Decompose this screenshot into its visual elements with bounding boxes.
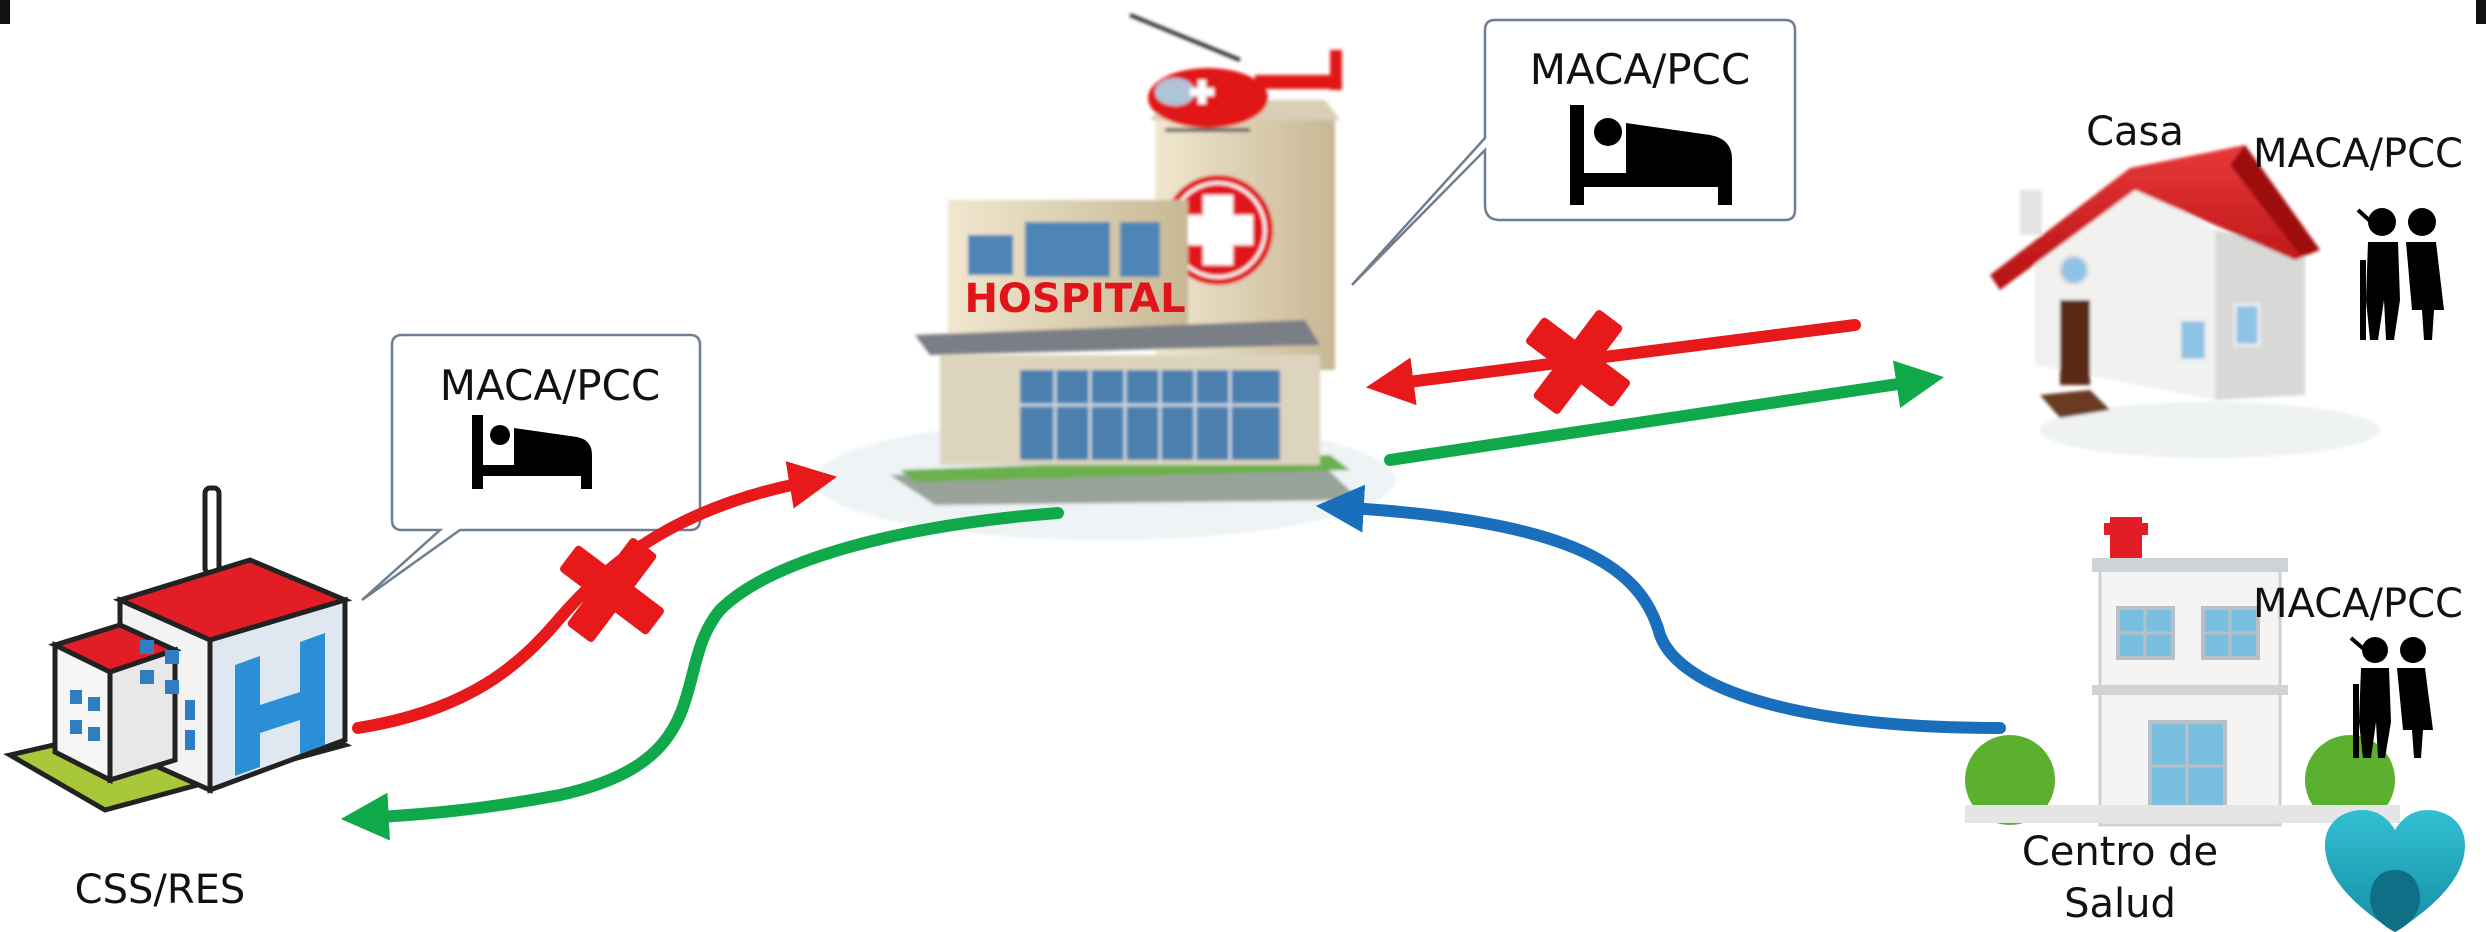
- centro-maca-pcc: MACA/PCC: [2253, 581, 2463, 627]
- arrow-hospital-to-css: [340, 507, 1064, 841]
- bed-icon: [472, 415, 592, 489]
- red-x-icon: [1526, 310, 1630, 414]
- casa-house: [1990, 145, 2380, 458]
- arrow-css-to-hospital: [352, 461, 837, 734]
- hospital-building: [815, 13, 1395, 540]
- corner-mark-left: [0, 0, 10, 24]
- heart-logo-icon: [2325, 810, 2465, 932]
- css-res-building: [3, 485, 353, 813]
- hospital-bubble-maca-pcc: MACA/PCC: [1529, 45, 1751, 94]
- arrow-casa-to-hospital: [1365, 319, 1861, 406]
- casa-label: Casa: [2086, 109, 2184, 155]
- elderly-couple-icon: [2356, 208, 2444, 340]
- red-x-icon: [560, 538, 664, 642]
- centro-de-salud-building: [1965, 517, 2400, 827]
- css-bubble-maca-pcc: MACA/PCC: [439, 361, 661, 410]
- elderly-couple-icon: [2349, 636, 2433, 758]
- casa-maca-pcc: MACA/PCC: [2253, 131, 2463, 177]
- arrow-centro-to-hospital: [1315, 484, 2006, 734]
- css-res-label: CSS/RES: [74, 867, 246, 913]
- helicopter-icon: [1129, 13, 1342, 132]
- arrow-hospital-to-casa: [1384, 360, 1944, 466]
- bed-icon: [1570, 105, 1732, 205]
- centro-de-salud-label: Centro de Salud: [2021, 829, 2219, 927]
- corner-mark-right: [2476, 0, 2486, 24]
- hospital-sign: HOSPITAL: [964, 276, 1185, 322]
